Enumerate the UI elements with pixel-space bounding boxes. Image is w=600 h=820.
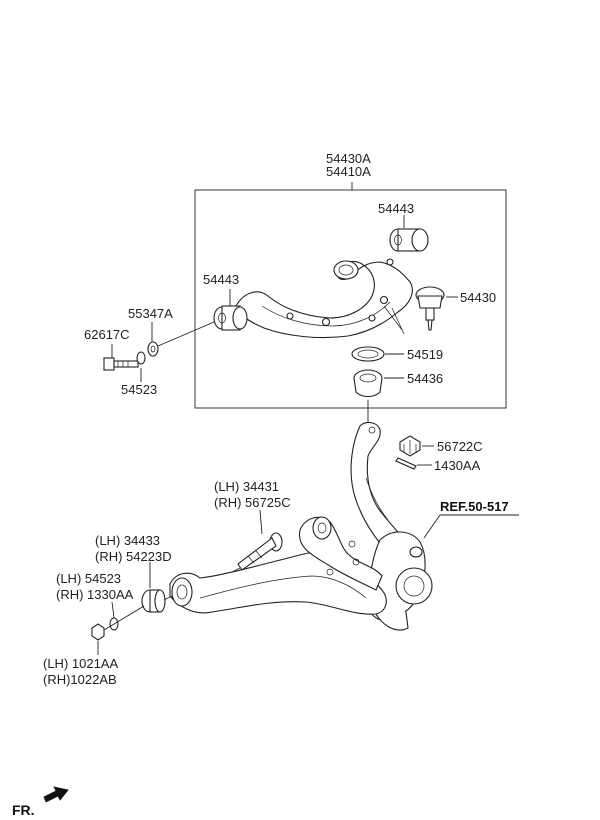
front-arrow-icon [43,786,69,803]
dust-cover-label: 54519 [407,347,443,362]
castle-nut-label: 56722C [437,439,483,454]
dust-cover [351,346,385,362]
upper-rear-bushing [389,228,429,252]
lower-control-arm [169,516,387,615]
group-code-1: 54430A [326,151,371,166]
front-direction-label: FR. [12,802,35,818]
ref-knuckle-label: REF.50-517 [440,499,509,514]
lower-bushing [141,589,166,613]
upper-arm-group-box [194,189,507,409]
ball-joint [415,286,445,331]
seal-ring [353,369,383,398]
upper-control-arm [235,258,413,339]
cotter-pin-label: 1430AA [434,458,481,473]
bushing-upper-front-label: 54443 [203,272,239,287]
lower-bushing-rh-label: (RH) 54223D [95,549,172,564]
cotter-pin [395,457,417,470]
washer-front-label: 55347A [128,306,173,321]
seal-ring-label: 54436 [407,371,443,386]
lower-washer-lh-label: (LH) 54523 [56,571,121,586]
front-bolt [103,357,139,371]
ball-joint-label: 54430 [460,290,496,305]
upper-front-bushing [213,305,248,331]
lower-washer-rh-label: (RH) 1330AA [56,587,134,602]
front-nut [136,351,146,365]
lower-nut-rh-label: (RH)1022AB [43,672,117,687]
lower-bolt-lh-label: (LH) 34431 [214,479,279,494]
lower-bolt [237,532,283,571]
bolt-front-label: 62617C [84,327,130,342]
nut-front-label: 54523 [121,382,157,397]
lower-bolt-rh-label: (RH) 56725C [214,495,291,510]
front-washer [147,341,159,357]
bushing-upper-rear-label: 54443 [378,201,414,216]
lower-bushing-lh-label: (LH) 34433 [95,533,160,548]
group-code-2: 54410A [326,164,371,179]
castle-nut [399,435,421,457]
lower-nut [91,623,105,641]
lower-nut-lh-label: (LH) 1021AA [43,656,118,671]
